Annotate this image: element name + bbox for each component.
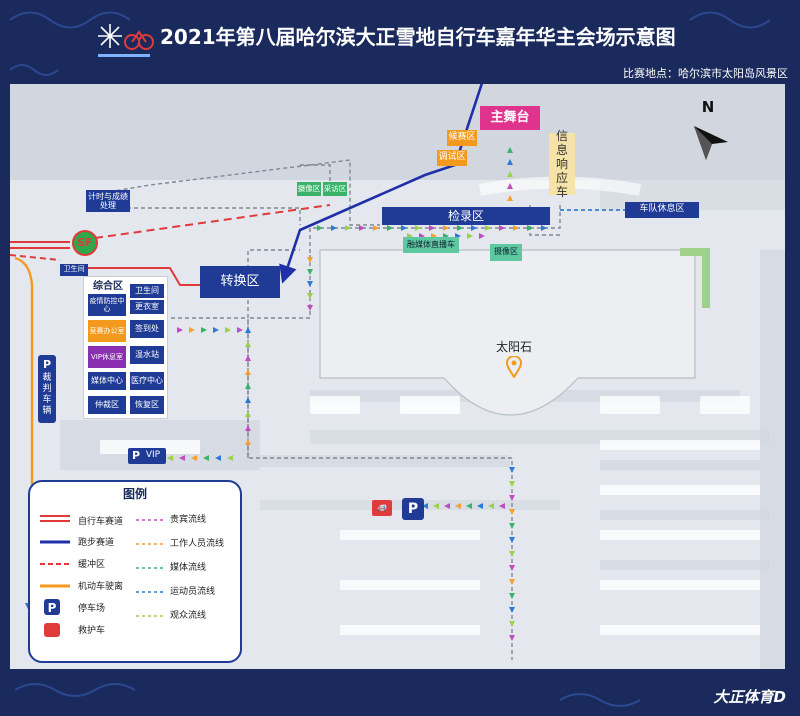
arbitration-zone: 仲裁区 — [88, 396, 126, 414]
referee-parking — [38, 355, 56, 423]
vip-parking-icon: P — [131, 449, 141, 463]
timing-zone: 计时与成绩处理 — [86, 190, 130, 212]
comprehensive-zone-title: 综合区 — [93, 280, 123, 292]
page-title: 2021年第八届哈尔滨大正雪地自行车嘉年华主会场示意图 — [160, 25, 676, 49]
media-center: 媒体中心 — [88, 372, 126, 390]
checkin-zone: 检录区 — [382, 207, 550, 225]
interview-zone: 采访区 — [323, 182, 347, 196]
legend-title: 图例 — [122, 486, 147, 501]
legend-label-audience-flow: 观众流线 — [170, 611, 207, 621]
ambulance-icon: 🚑 — [372, 500, 392, 516]
vip-parking — [128, 448, 166, 464]
live-broadcast-car: 融媒体直播车 — [403, 237, 459, 253]
compass-arrow-icon — [694, 126, 728, 160]
parking-icon: P — [42, 358, 52, 372]
legend-label-staff-flow: 工作人员流线 — [170, 539, 225, 549]
location-pin-icon — [506, 356, 522, 378]
brand-logo: 大正体育D — [713, 688, 786, 706]
race-office: 竞赛办公室 — [88, 320, 126, 342]
photo-zone-2: 摄像区 — [490, 244, 522, 261]
debug-area-zone: 调试区 — [437, 150, 467, 166]
signin-desk: 签到处 — [130, 320, 164, 338]
svg-text:P: P — [48, 601, 57, 615]
vip-parking-label: VIP — [145, 450, 161, 461]
warm-water-station: 温水站 — [130, 346, 164, 364]
event-logo-icon — [98, 24, 154, 57]
legend-label-athlete-flow: 运动员流线 — [170, 587, 216, 597]
restroom: 卫生间 — [130, 284, 164, 298]
sun-stone-building — [319, 249, 696, 416]
main-stage-zone: 主舞台 — [480, 106, 540, 130]
referee-parking-label: 裁判车辆 — [42, 373, 52, 416]
legend-label-media-flow: 媒体流线 — [170, 563, 207, 573]
legend-swatches: P — [40, 515, 166, 637]
epidemic-center: 疫情防控中心 — [88, 294, 126, 316]
north-label: N — [701, 98, 715, 117]
team-rest-zone: 车队休息区 — [625, 202, 699, 218]
parking-lot-icon: P — [402, 498, 424, 520]
legend-panel — [28, 480, 242, 663]
legend-label-ambulance: 救护车 — [78, 626, 106, 636]
vip-lounge: VIP休息室 — [88, 346, 126, 368]
start-finish-marker: SF — [72, 230, 98, 256]
legend-label-drive-off: 机动车驶离 — [78, 582, 124, 592]
legend-label-buffer: 缓冲区 — [78, 560, 106, 570]
legend-label-run-track: 跑步赛道 — [78, 538, 115, 548]
medical-center: 医疗中心 — [130, 372, 164, 390]
venue-location: 比赛地点：哈尔滨市太阳岛风景区 — [623, 67, 788, 80]
legend-label-bike-track: 自行车赛道 — [78, 517, 124, 527]
response-car-zone: 信息响应车 — [549, 129, 575, 199]
legend-label-parking: 停车场 — [78, 604, 106, 614]
sun-stone-label: 太阳石 — [495, 339, 532, 354]
rest-area-zone: 候赛区 — [447, 130, 477, 146]
legend-label-vip-flow: 贵宾流线 — [170, 515, 207, 525]
photo-zone-1: 摄像区 — [297, 182, 321, 196]
locker-room: 更衣室 — [130, 300, 164, 314]
restroom-left: 卫生间 — [60, 264, 88, 276]
transition-zone: 转换区 — [200, 266, 280, 298]
recovery-zone: 恢复区 — [130, 396, 164, 414]
